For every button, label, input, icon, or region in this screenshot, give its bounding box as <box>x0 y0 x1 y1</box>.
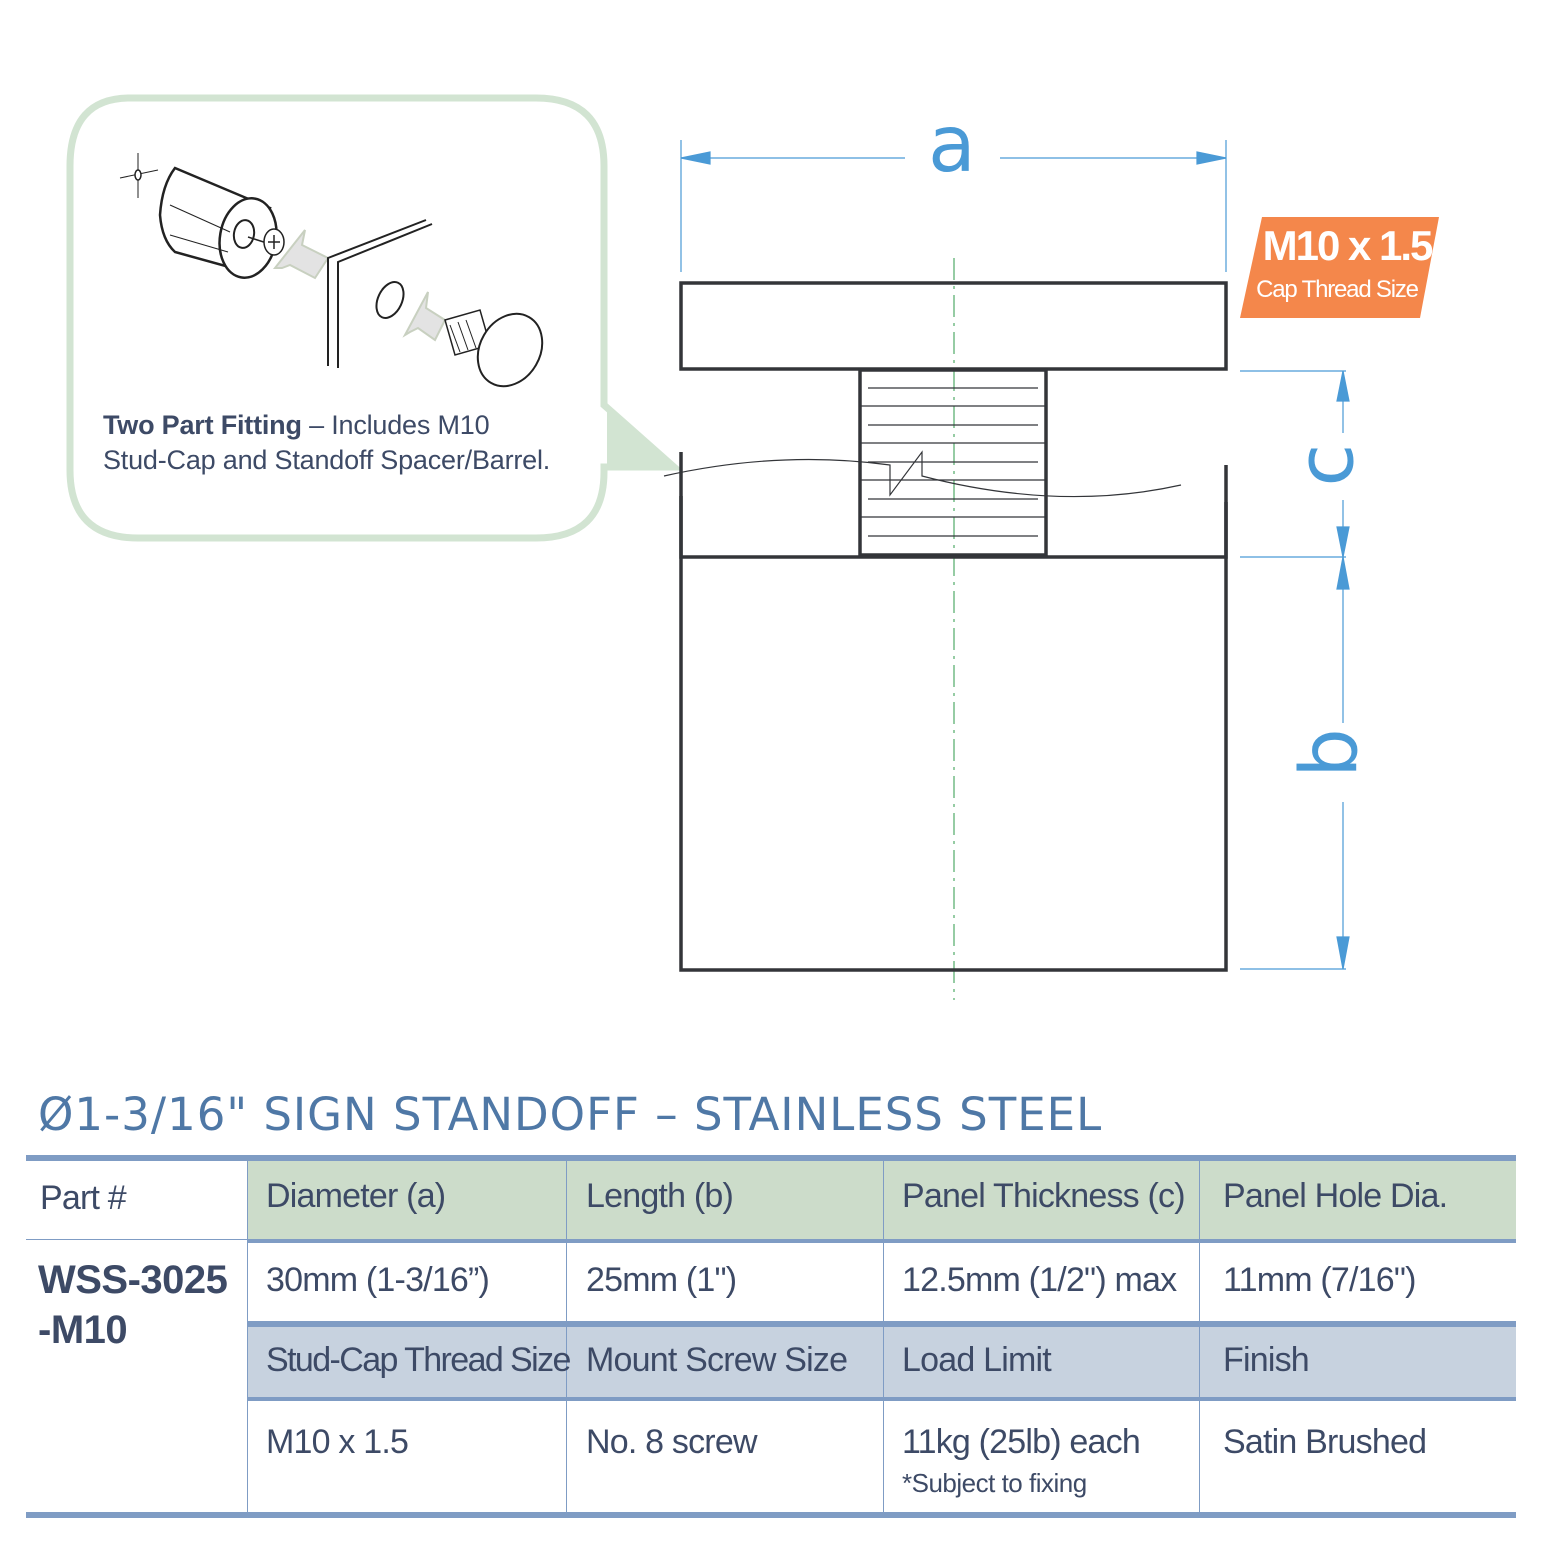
table-top-rule <box>26 1155 1516 1161</box>
dimension-c-label: c <box>1281 443 1372 487</box>
exploded-assembly-illustration <box>119 153 544 388</box>
column-divider <box>247 1161 248 1512</box>
value-mount-screw: No. 8 screw <box>586 1423 758 1461</box>
header-panel-hole: Panel Hole Dia. <box>1223 1177 1448 1215</box>
value-diameter: 30mm (1-3/16”) <box>266 1261 490 1299</box>
header-row-1-bg <box>248 1161 1516 1239</box>
dimension-a <box>680 140 1227 272</box>
arrow-icon <box>402 291 447 342</box>
callout-text-rest: – Includes M10 <box>301 410 490 440</box>
value-finish: Satin Brushed <box>1223 1423 1427 1461</box>
mount-screw-drawing <box>247 228 285 256</box>
arrow-icon <box>272 229 330 280</box>
panel-hole-drawing <box>375 281 405 319</box>
badge-thread-size: M10 x 1.5 <box>1262 222 1434 269</box>
panel-drawing <box>327 219 433 368</box>
callout-title: Two Part Fitting <box>103 410 302 440</box>
header-stud-cap-thread: Stud-Cap Thread Size <box>266 1341 571 1379</box>
table-rule <box>248 1397 1516 1401</box>
barrel-outline <box>679 452 1228 972</box>
part-number-line2: -M10 <box>38 1308 128 1352</box>
dimension-b-label: b <box>1284 728 1375 778</box>
load-limit-note: *Subject to fixing <box>902 1468 1087 1498</box>
column-divider <box>883 1161 884 1512</box>
header-mount-screw: Mount Screw Size <box>586 1341 848 1379</box>
header-load-limit: Load Limit <box>902 1341 1052 1379</box>
stud-cap-drawing <box>444 309 544 388</box>
table-rule <box>248 1239 1516 1243</box>
specification-table: Part # WSS-3025 -M10 Diameter (a) Length… <box>26 1155 1516 1520</box>
part-header: Part # <box>40 1179 127 1217</box>
value-stud-cap-thread: M10 x 1.5 <box>266 1423 409 1461</box>
product-title: Ø1-3/16" SIGN STANDOFF – STAINLESS STEEL <box>38 1088 1103 1141</box>
badge-caption: Cap Thread Size <box>1256 276 1419 303</box>
part-divider <box>26 1239 248 1240</box>
callout-text-line2: Stud-Cap and Standoff Spacer/Barrel. <box>103 445 551 475</box>
dimension-a-label: a <box>928 100 976 190</box>
header-length: Length (b) <box>586 1177 734 1215</box>
value-panel-hole: 11mm (7/16") <box>1223 1261 1416 1299</box>
barrel-spacer-drawing <box>158 166 278 279</box>
header-panel-thickness: Panel Thickness (c) <box>902 1177 1186 1215</box>
thread-section <box>858 368 1048 557</box>
column-divider <box>1199 1161 1200 1512</box>
part-number-line1: WSS-3025 <box>38 1258 228 1302</box>
header-finish: Finish <box>1223 1341 1310 1379</box>
table-bottom-rule <box>26 1512 1516 1518</box>
thread-size-badge <box>1240 217 1439 318</box>
value-length: 25mm (1") <box>586 1261 737 1299</box>
header-row-2-bg <box>248 1325 1516 1397</box>
callout-description: Two Part Fitting – Includes M10 Stud-Cap… <box>103 408 583 478</box>
value-load-limit: 11kg (25lb) each <box>902 1423 1141 1461</box>
column-divider <box>566 1161 567 1512</box>
table-rule <box>248 1321 1516 1327</box>
header-diameter: Diameter (a) <box>266 1177 446 1215</box>
standoff-technical-drawing <box>663 140 1350 1000</box>
crosshair-icon <box>119 153 159 198</box>
value-panel-thickness: 12.5mm (1/2") max <box>902 1261 1177 1299</box>
break-line <box>663 450 1182 498</box>
part-number: WSS-3025 -M10 <box>38 1255 228 1355</box>
dimension-c-b <box>1240 370 1350 970</box>
